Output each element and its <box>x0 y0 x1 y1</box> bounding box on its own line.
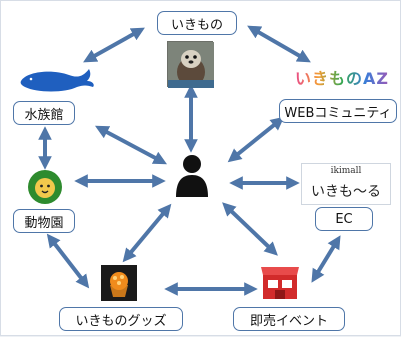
arrow-zoo-goods <box>46 233 90 289</box>
shop-icon <box>259 263 301 301</box>
node-aquarium-label: 水族館 <box>24 107 64 123</box>
node-web-community: WEBコミュニティ <box>279 99 397 123</box>
otter-photo-icon <box>167 41 214 88</box>
arrow-center-aquarium <box>94 125 168 165</box>
node-zoo-label: 動物園 <box>24 215 64 231</box>
arrow-center-web <box>227 116 285 163</box>
ikimono-az-logo: いきものAZ <box>295 69 389 88</box>
node-goods: いきものグッズ <box>59 307 183 331</box>
node-goods-label: いきものグッズ <box>75 313 167 329</box>
node-web-community-label: WEBコミュニティ <box>284 105 392 121</box>
cupcake-photo-icon <box>101 265 137 301</box>
whale-icon <box>17 63 97 95</box>
lion-icon <box>27 169 63 205</box>
arrow-ikimono-aquarium <box>83 27 145 63</box>
node-ikimono-label: いきもの <box>170 17 223 33</box>
node-event: 即売イベント <box>233 307 345 331</box>
node-event-label: 即売イベント <box>249 313 328 329</box>
node-ec: EC <box>315 207 373 231</box>
arrow-center-event <box>222 202 278 256</box>
node-aquarium: 水族館 <box>13 101 75 125</box>
node-ec-label: EC <box>335 211 353 227</box>
node-ikimono: いきもの <box>157 11 237 35</box>
node-zoo: 動物園 <box>13 209 75 233</box>
arrow-ikimono-web <box>247 25 311 63</box>
ikimall-logo: ikimall いきも〜る <box>301 163 391 205</box>
arrow-event-ec <box>311 235 341 283</box>
person-icon <box>173 153 211 197</box>
arrow-center-goods <box>122 203 172 263</box>
